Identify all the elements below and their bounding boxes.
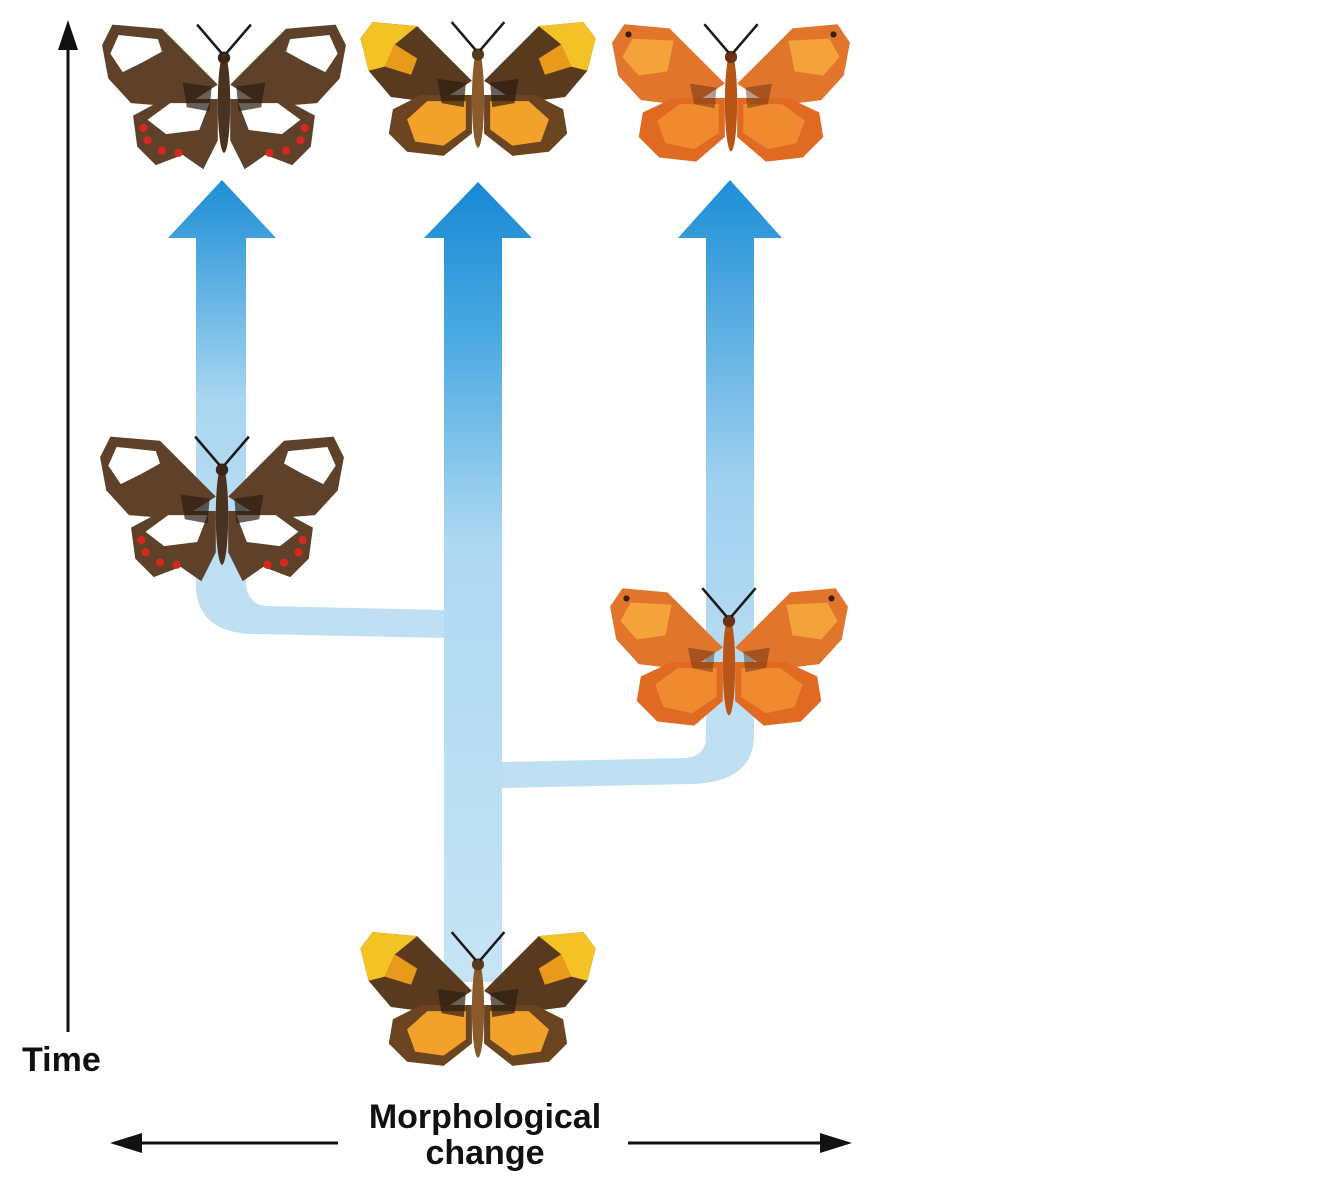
right-connector	[502, 700, 754, 788]
left-connector	[196, 560, 444, 638]
time-axis-label: Time	[22, 1041, 101, 1079]
right-branch	[678, 180, 782, 720]
morphological-change-axis	[110, 1133, 852, 1153]
morph-label-line1: Morphological	[368, 1098, 602, 1136]
morph-label-line2: change	[425, 1133, 545, 1172]
morphological-change-axis-label: Morphological change	[340, 1098, 630, 1172]
time-axis	[58, 20, 78, 1032]
middle-branch	[424, 182, 532, 982]
phylogeny-branches	[168, 180, 782, 982]
middle-descendant-butterfly	[359, 20, 597, 158]
right-descendant-butterfly	[610, 22, 852, 163]
left-branch	[168, 180, 276, 580]
left-descendant-butterfly	[100, 23, 348, 171]
